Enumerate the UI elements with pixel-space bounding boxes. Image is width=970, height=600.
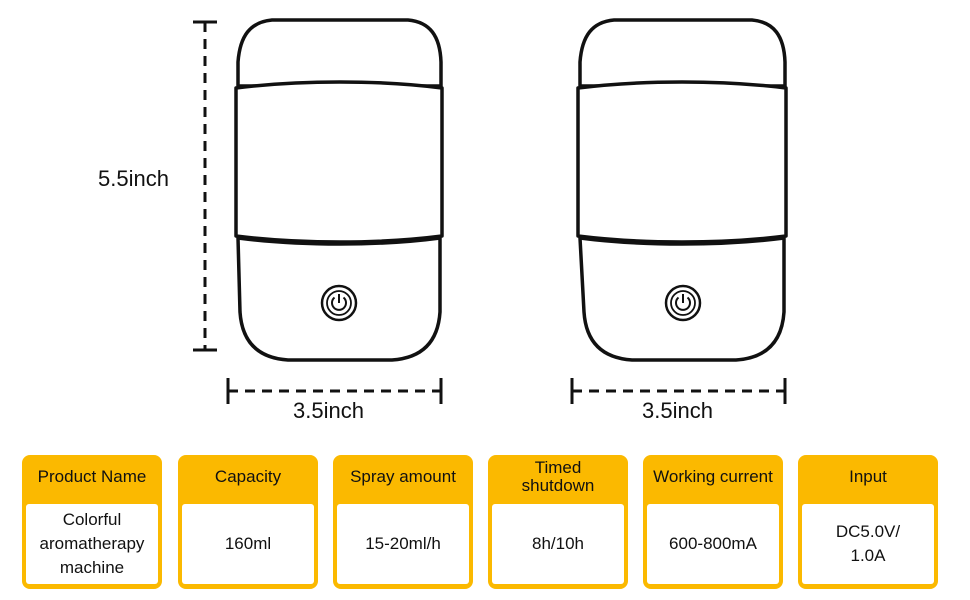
width-label-left: 3.5inch (293, 398, 364, 423)
spec-value: DC5.0V/ 1.0A (802, 504, 934, 584)
power-icon (664, 284, 702, 322)
diffuser-left (234, 18, 444, 362)
width-dimension-line-left (226, 378, 443, 404)
spec-table: Product Name Colorful aromatherapy machi… (22, 455, 940, 589)
width-label-right: 3.5inch (642, 398, 713, 423)
spec-card-working-current: Working current 600-800mA (643, 455, 783, 589)
spec-value: 8h/10h (492, 504, 624, 584)
spec-value: 160ml (182, 504, 314, 584)
spec-card-timed-shutdown: Timed shutdown 8h/10h (488, 455, 628, 589)
spec-card-input: Input DC5.0V/ 1.0A (798, 455, 938, 589)
product-illustration (193, 18, 788, 404)
spec-label: Working current (653, 467, 773, 486)
spec-card-capacity: Capacity 160ml (178, 455, 318, 589)
power-icon (320, 284, 358, 322)
spec-label: Input (849, 467, 887, 486)
spec-label: Product Name (37, 467, 147, 486)
spec-value: 600-800mA (647, 504, 779, 584)
height-dimension-line (193, 20, 217, 352)
height-label: 5.5inch (98, 166, 169, 191)
spec-label: Capacity (214, 467, 282, 486)
width-dimension-line-right (570, 378, 787, 404)
spec-card-product-name: Product Name Colorful aromatherapy machi… (22, 455, 162, 589)
spec-value: 15-20ml/h (337, 504, 469, 584)
diffuser-right (576, 18, 788, 362)
spec-card-spray-amount: Spray amount 15-20ml/h (333, 455, 473, 589)
spec-label: Timed shutdown (521, 458, 595, 495)
spec-value: Colorful aromatherapy machine (26, 504, 158, 584)
spec-label: Spray amount (350, 467, 456, 486)
